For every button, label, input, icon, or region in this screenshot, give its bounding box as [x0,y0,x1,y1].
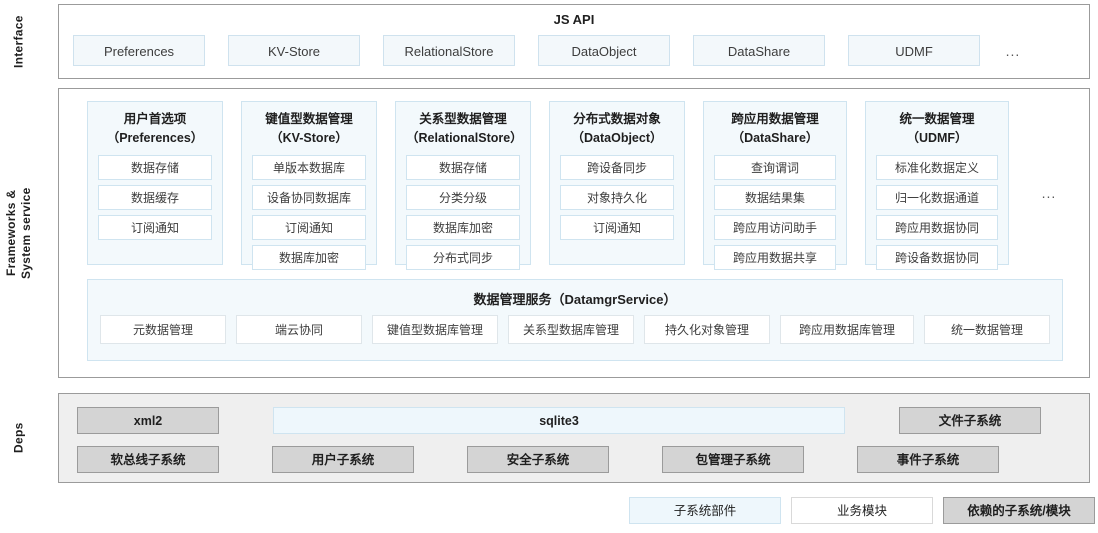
band-label-interface: Interface [11,15,26,69]
service-item-box[interactable]: 端云协同 [236,315,362,344]
framework-column-relationalstore: 关系型数据管理 （RelationalStore） 数据存储 分类分级 数据库加… [395,101,531,270]
item-box[interactable]: 数据缓存 [98,184,212,210]
item-box[interactable]: 分布式同步 [406,244,520,270]
column-title: 统一数据管理 （UDMF） [899,112,975,146]
datamgr-service-title: 数据管理服务（DatamgrService） [473,292,677,307]
item-box[interactable]: 数据存储 [98,154,212,180]
column-title: 跨应用数据管理 （DataShare） [731,112,819,146]
dep-box-user-subsystem[interactable]: 用户子系统 [272,446,414,473]
item-box[interactable]: 分类分级 [406,184,520,210]
legend-subsystem-component: 子系统部件 [629,497,781,524]
item-box[interactable]: 数据存储 [406,154,520,180]
column-title: 键值型数据管理 （KV-Store） [265,112,353,146]
item-box[interactable]: 设备协同数据库 [252,184,366,210]
api-box-preferences[interactable]: Preferences [73,35,205,66]
dep-box-package-manager-subsystem[interactable]: 包管理子系统 [662,446,804,473]
api-overflow-ellipsis: ... [1005,42,1021,59]
datamgr-service-card: 数据管理服务（DatamgrService） 元数据管理 端云协同 键值型数据库… [87,279,1063,361]
band-label-frameworks: Frameworks & System service [4,187,33,279]
api-box-dataobject[interactable]: DataObject [538,35,670,66]
column-items: 单版本数据库 设备协同数据库 订阅通知 数据库加密 [252,154,366,270]
item-box[interactable]: 单版本数据库 [252,154,366,180]
dep-box-security-subsystem[interactable]: 安全子系统 [467,446,609,473]
legend: 子系统部件 业务模块 依赖的子系统/模块 [629,497,1095,524]
datamgr-service-item-row: 元数据管理 端云协同 键值型数据库管理 关系型数据库管理 持久化对象管理 跨应用… [100,315,1050,344]
item-box[interactable]: 归一化数据通道 [876,184,998,210]
column-items: 跨设备同步 对象持久化 订阅通知 [560,154,674,240]
framework-column-preferences: 用户首选项 （Preferences） 数据存储 数据缓存 订阅通知 [87,101,223,265]
framework-column-datashare: 跨应用数据管理 （DataShare） 查询谓词 数据结果集 跨应用访问助手 跨… [703,101,847,270]
column-items: 查询谓词 数据结果集 跨应用访问助手 跨应用数据共享 [714,154,836,270]
js-api-title: JS API [553,12,595,27]
column-title: 关系型数据管理 （RelationalStore） [406,112,523,146]
column-title: 分布式数据对象 （DataObject） [571,112,663,146]
item-box[interactable]: 跨应用访问助手 [714,214,836,240]
interface-panel: JS API Preferences KV-Store RelationalSt… [58,4,1090,79]
framework-column-udmf: 统一数据管理 （UDMF） 标准化数据定义 归一化数据通道 跨应用数据协同 跨设… [865,101,1009,270]
item-box[interactable]: 数据结果集 [714,184,836,210]
legend-dependency-subsystem: 依赖的子系统/模块 [943,497,1095,524]
dep-box-xml2[interactable]: xml2 [77,407,219,434]
column-items: 数据存储 分类分级 数据库加密 分布式同步 [406,154,520,270]
item-box[interactable]: 跨设备数据协同 [876,244,998,270]
item-box[interactable]: 跨应用数据共享 [714,244,836,270]
framework-column-dataobject: 分布式数据对象 （DataObject） 跨设备同步 对象持久化 订阅通知 [549,101,685,265]
item-box[interactable]: 对象持久化 [560,184,674,210]
item-box[interactable]: 数据库加密 [252,244,366,270]
column-title: 用户首选项 （Preferences） [106,112,204,146]
item-box[interactable]: 订阅通知 [560,214,674,240]
deps-panel: xml2 sqlite3 文件子系统 软总线子系统 用户子系统 安全子系统 包管… [58,393,1090,483]
item-box[interactable]: 跨设备同步 [560,154,674,180]
api-box-kvstore[interactable]: KV-Store [228,35,360,66]
item-box[interactable]: 订阅通知 [252,214,366,240]
service-item-box[interactable]: 元数据管理 [100,315,226,344]
api-box-datashare[interactable]: DataShare [693,35,825,66]
item-box[interactable]: 跨应用数据协同 [876,214,998,240]
dep-box-file-subsystem[interactable]: 文件子系统 [899,407,1041,434]
item-box[interactable]: 订阅通知 [98,214,212,240]
service-item-box[interactable]: 持久化对象管理 [644,315,770,344]
dep-box-sqlite3[interactable]: sqlite3 [273,407,845,434]
band-label-deps: Deps [11,422,26,454]
framework-column-kvstore: 键值型数据管理 （KV-Store） 单版本数据库 设备协同数据库 订阅通知 数… [241,101,377,270]
api-box-relationalstore[interactable]: RelationalStore [383,35,515,66]
item-box[interactable]: 数据库加密 [406,214,520,240]
deps-row-2: 软总线子系统 用户子系统 安全子系统 包管理子系统 事件子系统 [77,446,999,473]
js-api-box-row: Preferences KV-Store RelationalStore Dat… [73,35,1075,66]
service-item-box[interactable]: 键值型数据库管理 [372,315,498,344]
column-items: 标准化数据定义 归一化数据通道 跨应用数据协同 跨设备数据协同 [876,154,998,270]
service-item-box[interactable]: 关系型数据库管理 [508,315,634,344]
dep-box-event-subsystem[interactable]: 事件子系统 [857,446,999,473]
deps-row-1: xml2 sqlite3 文件子系统 [77,407,1041,434]
framework-overflow-ellipsis: ... [1041,185,1057,201]
item-box[interactable]: 标准化数据定义 [876,154,998,180]
api-box-udmf[interactable]: UDMF [848,35,980,66]
column-items: 数据存储 数据缓存 订阅通知 [98,154,212,240]
item-box[interactable]: 查询谓词 [714,154,836,180]
legend-business-module: 业务模块 [791,497,933,524]
frameworks-panel: 用户首选项 （Preferences） 数据存储 数据缓存 订阅通知 键值型数据… [58,88,1090,378]
service-item-box[interactable]: 统一数据管理 [924,315,1050,344]
dep-box-softbus-subsystem[interactable]: 软总线子系统 [77,446,219,473]
service-item-box[interactable]: 跨应用数据库管理 [780,315,914,344]
